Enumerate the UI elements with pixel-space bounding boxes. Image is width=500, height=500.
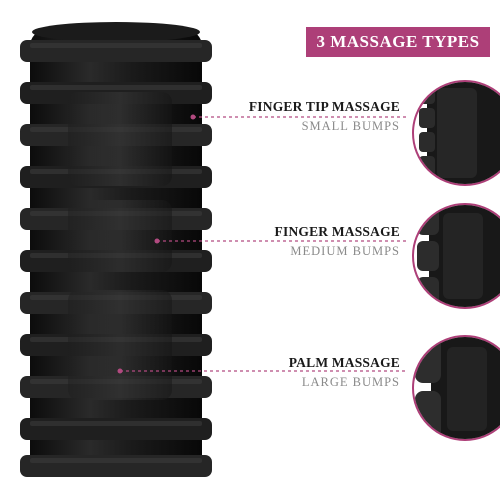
center-panel-bottom xyxy=(68,290,172,400)
callout-palm: PALM MASSAGE LARGE BUMPS xyxy=(289,355,400,390)
callout-finger: FINGER MASSAGE MEDIUM BUMPS xyxy=(275,224,400,259)
roller-ridge-highlight xyxy=(30,85,202,90)
callout-name: PALM MASSAGE xyxy=(288,355,400,370)
detail-medium-bumps xyxy=(412,203,500,309)
massage-types-badge: 3 MASSAGE TYPES xyxy=(306,27,490,57)
callout-name: FINGER TIP MASSAGE xyxy=(248,99,400,114)
center-panel-top xyxy=(68,92,172,186)
detail-large-bumps xyxy=(412,335,500,441)
roller-ridge-highlight xyxy=(30,43,202,48)
detail-small-bumps xyxy=(412,80,500,186)
callout-size: MEDIUM BUMPS xyxy=(290,244,400,258)
callout-size: SMALL BUMPS xyxy=(301,119,400,133)
roller-ridge-highlight xyxy=(30,458,202,463)
roller-top xyxy=(32,22,200,42)
callout-size: LARGE BUMPS xyxy=(301,375,400,389)
callout-name: FINGER MASSAGE xyxy=(274,224,400,239)
roller-ridge-highlight xyxy=(30,421,202,426)
center-panel-middle xyxy=(68,200,172,272)
callout-finger-tip: FINGER TIP MASSAGE SMALL BUMPS xyxy=(249,99,400,134)
